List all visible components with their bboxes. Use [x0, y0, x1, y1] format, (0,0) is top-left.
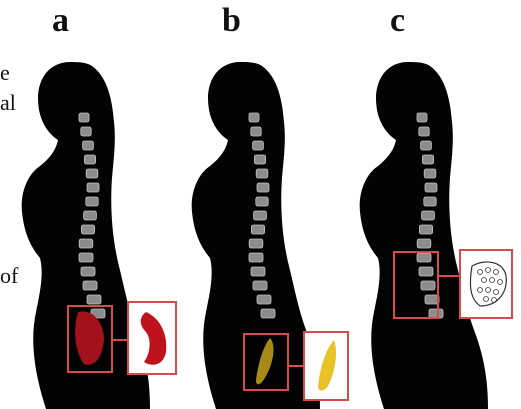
- vertebra: [261, 309, 275, 318]
- vertebra: [87, 183, 99, 192]
- vertebra: [424, 169, 436, 178]
- vertebra: [417, 113, 427, 122]
- vertebra: [419, 267, 433, 276]
- vertebra: [253, 281, 267, 290]
- vertebra: [419, 127, 429, 136]
- vertebra: [87, 295, 101, 304]
- vertebra: [86, 169, 98, 178]
- panel-b: [192, 62, 348, 409]
- vertebra: [254, 155, 265, 164]
- vertebra: [417, 253, 431, 262]
- panel-a: [22, 62, 176, 409]
- vertebra: [81, 127, 91, 136]
- vertebra: [249, 239, 263, 248]
- vertebra: [81, 267, 95, 276]
- vertebra: [257, 295, 271, 304]
- vertebra: [79, 253, 93, 262]
- vertebra: [257, 183, 269, 192]
- vertebra: [84, 155, 95, 164]
- vertebra: [429, 309, 443, 318]
- vertebra: [251, 267, 265, 276]
- vertebra: [83, 141, 94, 150]
- vertebra: [81, 225, 94, 234]
- vertebra: [425, 295, 439, 304]
- vertebra: [422, 155, 433, 164]
- vertebra: [421, 141, 432, 150]
- vertebra: [417, 239, 431, 248]
- panel-c: [360, 62, 512, 409]
- vertebra: [249, 253, 263, 262]
- vertebra: [86, 197, 98, 206]
- vertebra: [424, 197, 436, 206]
- vertebra: [256, 197, 268, 206]
- vertebra: [84, 211, 97, 220]
- vertebra: [425, 183, 437, 192]
- vertebra: [249, 113, 259, 122]
- vertebra: [421, 281, 435, 290]
- vertebra: [419, 225, 432, 234]
- vertebra: [422, 211, 435, 220]
- vertebra: [251, 225, 264, 234]
- vertebra: [79, 239, 93, 248]
- vertebra: [251, 127, 261, 136]
- vertebra: [83, 281, 97, 290]
- vertebra: [79, 113, 89, 122]
- vertebra: [254, 211, 267, 220]
- vertebra: [253, 141, 264, 150]
- vertebra: [256, 169, 268, 178]
